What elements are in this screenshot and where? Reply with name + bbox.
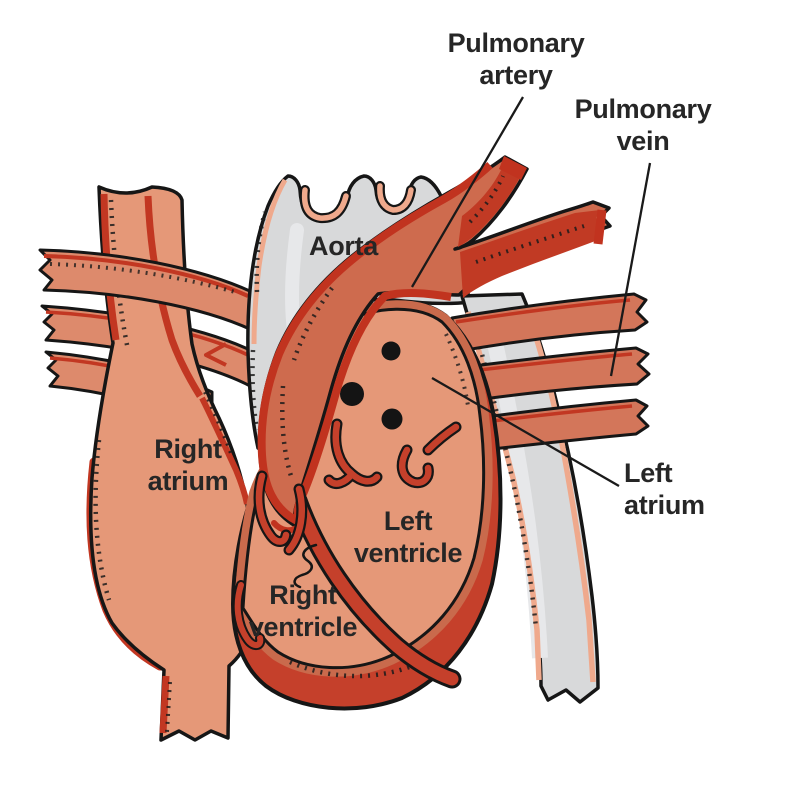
label-right-atrium: Right atrium [147, 434, 229, 496]
branch-right-hatch [475, 224, 585, 264]
leader-line-pulmonary-artery [411, 96, 524, 288]
tricuspid-valve [253, 470, 308, 556]
leader-line-left-atrium [431, 377, 620, 487]
pulmonary-vein-1-red-line [455, 298, 631, 324]
pulmonary-vein-3 [462, 398, 650, 454]
interventricular-septum [290, 491, 459, 686]
descending-aorta-right-rim [523, 307, 596, 683]
heart-bottom-hatch [289, 659, 413, 679]
label-left-atrium: Left atrium [624, 458, 705, 520]
arch-left-hatch [254, 211, 268, 293]
branch-upper-tip-rim [499, 156, 527, 180]
svc-right-red-stripe [144, 195, 203, 398]
trunk-left-hatch [280, 385, 294, 477]
pulmonary-vein-1 [450, 292, 649, 354]
vessel-fork-chevron [204, 342, 227, 367]
chordae-squiggle [293, 543, 318, 589]
trunk-left-red-stripe [257, 162, 493, 525]
label-right-ventricle: Right ventricle [248, 580, 358, 642]
heart-valves [253, 418, 462, 589]
left-pulmonary-vessel-front [38, 248, 254, 367]
arch-branch-opening-2-pink [377, 183, 414, 213]
arch-left-pink-rim [251, 178, 288, 345]
pulmonary-artery-trunk [257, 155, 612, 534]
leader-lines [411, 96, 652, 487]
atrium-gap-red-stripe [199, 396, 250, 505]
label-pulmonary-artery: Pulmonary artery [447, 28, 585, 90]
label-left-ventricle: Left ventricle [353, 506, 463, 568]
right-atrium-hatch [93, 439, 112, 601]
pulmonary-vein-opening-dot-3 [381, 408, 403, 430]
descending-aorta-hatch [471, 323, 539, 629]
right-ventricle-hook [234, 582, 264, 648]
pulmonary-vein-opening-dot-1 [381, 341, 401, 361]
label-pulmonary-vein: Pulmonary vein [574, 94, 712, 156]
pulmonary-vein-2 [456, 346, 651, 404]
pulmonary-branch-upper-red [458, 170, 522, 247]
branch-right-tip-rim [593, 209, 607, 245]
ivc-left-red-stripe [159, 675, 170, 734]
leader-line-pulmonary-vein [609, 162, 652, 377]
pulmonary-vein-opening-dot-2 [340, 382, 364, 406]
mitral-valve [323, 418, 462, 490]
trunk-upper-hatch [291, 286, 334, 361]
arch-branch-opening-1-pink [301, 187, 349, 221]
label-aorta: Aorta [309, 231, 379, 261]
ivc-hatch [165, 681, 172, 733]
left-vessel-tube-1-red-line [43, 254, 249, 298]
arch-tongue-hatch [250, 349, 260, 431]
left-vessel-tube-1-hatch [49, 262, 236, 294]
